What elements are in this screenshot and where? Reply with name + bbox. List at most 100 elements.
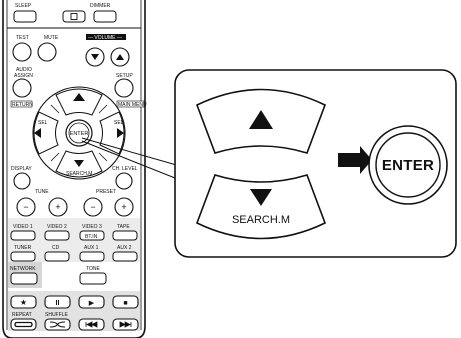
- network-button[interactable]: [10, 272, 38, 285]
- sel-right-label: SEL: [114, 120, 124, 126]
- preset-minus-button[interactable]: [83, 197, 103, 217]
- preset-minus-label: −: [90, 202, 95, 212]
- play-button[interactable]: [78, 295, 105, 309]
- setup-button[interactable]: [114, 78, 134, 98]
- play-icon: ▶: [89, 300, 95, 307]
- sleep-button[interactable]: [13, 10, 37, 23]
- search-m-label-small: SEARCH.M: [66, 171, 92, 177]
- enter-button-inner-ring: [68, 122, 90, 144]
- source-aux1-label: AUX 1: [84, 245, 99, 251]
- shuffle-label: SHUFFLE: [45, 312, 68, 318]
- repeat-button[interactable]: [10, 318, 37, 331]
- setup-label: SETUP: [116, 73, 133, 79]
- source-aux1-button[interactable]: [79, 251, 105, 262]
- nav-diag-tr: [98, 104, 108, 114]
- callout-down-icon: [250, 189, 272, 206]
- mute-label: MUTE: [44, 35, 59, 41]
- remote-control: SLEEP DIMMER TEST MUTE — VOLUME — AUDIO …: [2, 0, 147, 338]
- nav-left-button[interactable]: [33, 111, 59, 155]
- preset-plus-button[interactable]: [114, 197, 134, 217]
- callout-enter-button[interactable]: [368, 125, 448, 205]
- ch-level-button[interactable]: [115, 172, 133, 190]
- source-aux2-label: AUX 2: [117, 245, 132, 251]
- preset-label: PRESET: [96, 189, 116, 195]
- nav-right-button[interactable]: [99, 111, 125, 155]
- volume-label: — VOLUME —: [88, 35, 122, 41]
- enter-label: ENTER: [70, 131, 89, 137]
- volume-label-box: [86, 34, 126, 40]
- nav-down-icon: [74, 160, 84, 167]
- volume-up-icon: [116, 54, 124, 60]
- tune-label: TUNE: [35, 189, 49, 195]
- arrow-right-icon: [338, 146, 372, 174]
- display-button[interactable]: [13, 172, 31, 190]
- source-video1-button[interactable]: [10, 230, 36, 241]
- dimmer-button[interactable]: [93, 10, 117, 23]
- preset-plus-label: +: [121, 202, 126, 212]
- callout-down-button[interactable]: [195, 174, 327, 240]
- previous-track-icon: [85, 321, 98, 328]
- source-video3-label: VIDEO 3: [82, 224, 102, 230]
- dimmer-label: DIMMER: [90, 3, 111, 9]
- audio-assign-button[interactable]: [12, 78, 32, 98]
- repeat-icon: [14, 321, 33, 328]
- callout-search-m-label: SEARCH.M: [232, 214, 290, 226]
- shuffle-icon: [49, 321, 66, 328]
- nav-diag-br: [98, 152, 108, 162]
- source-video3-button[interactable]: [79, 230, 105, 241]
- nav-up-button[interactable]: [55, 88, 103, 116]
- next-track-icon: [119, 321, 132, 328]
- source-aux2-button[interactable]: [112, 251, 138, 262]
- audio-assign-label: AUDIO: [16, 67, 32, 73]
- source-cd-button[interactable]: [44, 251, 70, 262]
- tune-plus-label: +: [55, 202, 60, 212]
- source-cd-label: CD: [52, 245, 60, 251]
- callout-enter-label: ENTER: [382, 157, 434, 174]
- audio-assign-label-2: ASSIGN: [14, 73, 33, 79]
- source-video1-label: VIDEO 1: [13, 224, 33, 230]
- sleep-label: SLEEP: [15, 3, 32, 9]
- bt-in-label: BT.IN: [85, 234, 98, 240]
- ch-level-label: CH. LEVEL: [112, 166, 138, 172]
- repeat-label: REPEAT: [12, 312, 32, 318]
- test-label: TEST: [16, 35, 29, 41]
- tone-button[interactable]: [79, 272, 107, 285]
- callout-up-icon: [249, 110, 273, 129]
- favorite-icon: ★: [20, 298, 27, 307]
- nav-up-icon: [73, 93, 85, 101]
- test-button[interactable]: [12, 42, 32, 62]
- pause-button[interactable]: [44, 295, 71, 309]
- stop-button[interactable]: [112, 295, 139, 309]
- main-menu-label: MAIN MENU: [118, 102, 147, 108]
- source-tuner-button[interactable]: [10, 251, 36, 262]
- button-0-glyph: [70, 13, 78, 20]
- main-menu-label-box: [116, 100, 145, 108]
- source-video2-button[interactable]: [44, 230, 70, 241]
- button-0[interactable]: [62, 10, 86, 23]
- source-tuner-label: TUNER: [14, 245, 32, 251]
- nav-left-icon: [34, 128, 41, 138]
- source-tape-label: TAPE: [117, 224, 130, 230]
- volume-down-icon: [91, 54, 99, 60]
- network-label: NETWORK: [10, 266, 36, 272]
- display-label: DISPLAY: [11, 166, 32, 172]
- tune-plus-button[interactable]: [48, 197, 68, 217]
- mute-button[interactable]: [37, 42, 57, 62]
- source-video2-label: VIDEO 2: [47, 224, 67, 230]
- nav-right-icon: [117, 128, 124, 138]
- nav-diag-bl: [50, 152, 60, 162]
- pause-icon: II: [56, 300, 60, 307]
- tune-minus-button[interactable]: [16, 197, 36, 217]
- return-label: RETURN: [12, 102, 33, 108]
- callout-leader-lines: [81, 137, 181, 181]
- tune-minus-label: −: [23, 202, 28, 212]
- sel-left-label: SEL: [38, 120, 48, 126]
- nav-diag-tl: [50, 104, 60, 114]
- stop-icon: ■: [123, 300, 127, 307]
- tone-label: TONE: [86, 266, 100, 272]
- source-tape-button[interactable]: [112, 230, 138, 241]
- favorite-button[interactable]: [10, 295, 37, 309]
- callout-panel: SEARCH.M ENTER: [174, 69, 457, 258]
- return-label-box: [10, 100, 33, 108]
- callout-enter-inner-ring: [375, 132, 441, 198]
